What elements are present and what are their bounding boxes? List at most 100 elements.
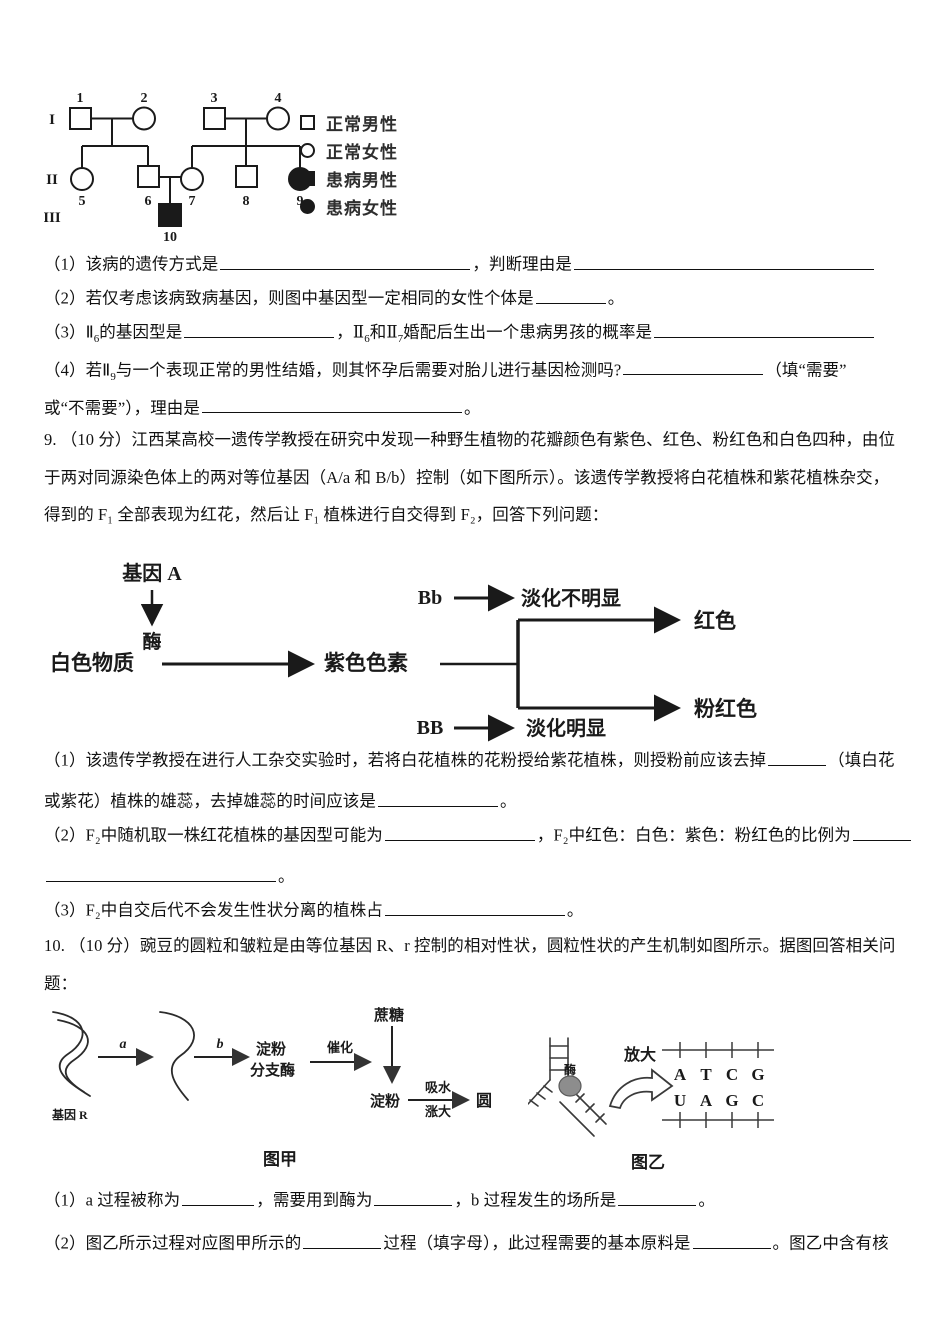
q10-item-1-text-b: ，需要用到酶为 [256, 1190, 373, 1210]
q10-item-1-blank-2[interactable] [374, 1188, 453, 1206]
q9-item-2-text-c: 。 [278, 866, 295, 886]
q8-item-4-cont-blank[interactable] [202, 396, 462, 414]
q10-item-2-number: （2） [44, 1233, 86, 1253]
q8-item-4-cont-text-a: 或“不需要”），理由是 [44, 398, 200, 418]
q8-item-4-text-c: （填“需要” [765, 360, 847, 380]
q8-item-3-text-c: 和Ⅱ [369, 322, 398, 342]
q9-item-3-number: （3） [44, 900, 86, 920]
q10-item-1-blank-1[interactable] [182, 1188, 255, 1206]
open-circle-icon [300, 142, 326, 158]
individual-number-6: 6 [145, 194, 152, 209]
q9-item-3-blank-1[interactable] [384, 898, 565, 916]
strong-fading-label: 淡化明显 [526, 716, 606, 740]
q10-item-1-text-a: a 过程被称为 [85, 1190, 181, 1210]
q8-item-3-blank-1[interactable] [184, 320, 335, 338]
q10-stem-line-1: 10. （10 分）豌豆的圆粒和皱粒是由等位基因 R、r 控制的相对性状，圆粒性… [44, 936, 896, 955]
q9-item-1-blank-1[interactable] [768, 748, 827, 766]
question10-stem: 10. （10 分）豌豆的圆粒和皱粒是由等位基因 R、r 控制的相对性状，圆粒性… [44, 936, 924, 1005]
figure-yi-enzyme-label: 酶 [564, 1062, 576, 1077]
pedigree-svg: I II III 1 2 3 4 5 6 7 8 9 10 [44, 91, 312, 243]
q10-item-1: （1）a 过程被称为 ，需要用到酶为 ，b 过程发生的场所是 。 [44, 1188, 924, 1209]
question8-items: （1）该病的遗传方式是，判断理由是 （2）若仅考虑该病致病基因，则图中基因型一定… [44, 252, 924, 430]
figure-jia-caption: 图甲 [263, 1150, 297, 1169]
individual-number-1: 1 [77, 91, 84, 106]
q8-item-3-text-d: 婚配后生出一个患病男孩的概率是 [403, 322, 653, 342]
pathway-svg: 基因 A 酶 白色物质 紫色色素 Bb 淡化不明显 红色 [50, 562, 757, 742]
round-seed-label: 圆 [476, 1092, 492, 1110]
q9-item-3-text-a: F₂中自交后代不会发生性状分离的植株占 [85, 900, 383, 920]
slight-fading-label: 淡化不明显 [521, 586, 621, 610]
q9-item-2-blank-3[interactable] [46, 864, 276, 882]
swell-label: 涨大 [424, 1104, 451, 1119]
q9-stem-line-1: 9. （10 分）江西某高校一遗传学教授在研究中发现一种野生植物的花瓣颜色有紫色… [44, 430, 896, 449]
pedigree-legend: 正常男性 正常女性 患病男性 患病女性 [300, 108, 450, 220]
legend-row-affected-male: 患病男性 [300, 164, 450, 192]
absorb-water-label: 吸水 [425, 1080, 452, 1095]
q8-item-4-blank-1[interactable] [623, 358, 764, 376]
pink-color-label: 粉红色 [694, 697, 757, 721]
genotype-bb-hetero-label: Bb [418, 587, 442, 609]
legend-row-normal-female: 正常女性 [300, 136, 450, 164]
q8-item-4-text-a: 若Ⅱ [85, 360, 111, 380]
figure-yi-svg: 酶 放大 A T C G [527, 1037, 774, 1172]
flower-color-pathway-diagram: 基因 A 酶 白色物质 紫色色素 Bb 淡化不明显 红色 [40, 552, 830, 742]
base-bottom-4: C [752, 1091, 764, 1110]
individual-number-3: 3 [211, 91, 218, 106]
q9-item-2-blank-2[interactable] [852, 823, 911, 841]
figure-jia: 基因 R a b 淀粉 分支酶 催化 蔗糖 淀粉 吸水 [48, 1000, 518, 1175]
q10-item-2-text-b: 过程（填字母），此过程需要的基本原料是 [383, 1233, 691, 1253]
question10-items: （1）a 过程被称为 ，需要用到酶为 ，b 过程发生的场所是 。 （2）图乙所示过程对… [44, 1188, 924, 1252]
q9-item-2-number: （2） [44, 825, 86, 845]
legend-label-normal-male: 正常男性 [326, 114, 398, 134]
q10-stem-line-2: 题： [44, 973, 78, 993]
q8-item-1-blank-2[interactable] [573, 252, 874, 270]
q8-item-4-cont-text-b: 。 [464, 398, 481, 418]
individual-number-7: 7 [189, 194, 196, 209]
q9-stem-line-2: 于两对同源染色体上的两对等位基因（A/a 和 B/b）控制（如下图所示）。该遗传… [44, 467, 890, 487]
base-top-3: C [726, 1065, 738, 1084]
q9-item-1-blank-2[interactable] [378, 789, 498, 807]
legend-label-affected-male: 患病男性 [326, 170, 398, 190]
red-color-label: 红色 [694, 609, 736, 633]
q9-item-1-text-d: 。 [500, 791, 517, 811]
q8-item-3-number: （3） [44, 322, 86, 342]
individual-number-4: 4 [275, 91, 282, 106]
individual-number-8: 8 [243, 194, 250, 209]
starch-branching-enzyme-line2: 分支酶 [250, 1061, 295, 1079]
magnify-label: 放大 [623, 1045, 656, 1064]
q8-item-2-blank-1[interactable] [535, 286, 606, 304]
q10-item-2: （2）图乙所示过程对应图甲所示的过程（填字母），此过程需要的基本原料是。图乙中含… [44, 1231, 924, 1252]
genotype-bb-homo-label: BB [417, 717, 444, 739]
question9-items: （1）该遗传学教授在进行人工杂交实验时，若将白花植株的花粉授给紫花植株，则授粉前… [44, 748, 924, 932]
q8-item-3-blank-2[interactable] [654, 320, 875, 338]
catalyze-label: 催化 [327, 1040, 353, 1055]
individual-number-2: 2 [141, 91, 148, 106]
q10-item-1-number: （1） [44, 1190, 86, 1210]
filled-circle-icon [300, 198, 326, 214]
q10-item-1-blank-3[interactable] [618, 1188, 697, 1206]
q8-item-1-number: （1） [44, 254, 86, 274]
legend-label-affected-female: 患病女性 [326, 198, 398, 218]
q8-item-1-blank-1[interactable] [220, 252, 471, 270]
q8-item-2-number: （2） [44, 288, 86, 308]
q10-item-1-text-c: ，b 过程发生的场所是 [454, 1190, 617, 1210]
legend-row-normal-male: 正常男性 [300, 108, 450, 136]
q10-item-1-text-d: 。 [698, 1190, 716, 1210]
gene-r-label: 基因 R [51, 1107, 88, 1122]
individual-number-10: 10 [163, 230, 177, 243]
q10-item-2-blank-2[interactable] [692, 1231, 771, 1249]
q10-item-2-blank-1[interactable] [303, 1231, 382, 1249]
enzyme-blob-icon [558, 1075, 582, 1097]
q8-item-3-text-b: ，Ⅱ [336, 322, 365, 342]
legend-row-affected-female: 患病女性 [300, 192, 450, 220]
q9-item-1-text-b: （填白花 [828, 750, 895, 770]
starch-label: 淀粉 [370, 1092, 400, 1110]
q8-item-3-sub-2: 6 [364, 332, 370, 345]
question9-stem: 9. （10 分）江西某高校一遗传学教授在研究中发现一种野生植物的花瓣颜色有紫色… [44, 430, 924, 537]
legend-label-normal-female: 正常女性 [326, 142, 398, 162]
purple-pigment-label: 紫色色素 [324, 651, 408, 675]
q8-item-1-text-a: 该病的遗传方式是 [85, 254, 219, 274]
q9-item-2-blank-1[interactable] [384, 823, 535, 841]
q8-item-1: （1）该病的遗传方式是，判断理由是 [44, 252, 924, 273]
